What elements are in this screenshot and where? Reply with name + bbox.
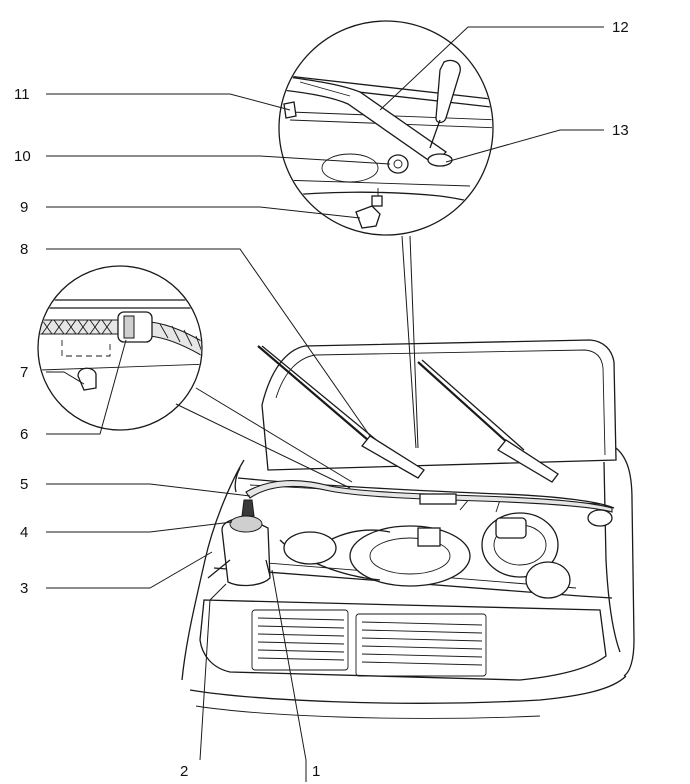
callout-12: 12 — [612, 19, 629, 36]
callout-labels: 1 2 3 4 5 6 7 8 9 10 11 12 13 — [14, 19, 629, 780]
wiper-arm-right — [497, 439, 559, 483]
callout-8: 8 — [20, 241, 28, 258]
callout-6: 6 — [20, 426, 28, 443]
hose-connector — [355, 205, 381, 229]
car-front-view — [181, 339, 635, 719]
callout-3: 3 — [20, 580, 28, 597]
retaining-clip — [77, 367, 97, 391]
callout-2: 2 — [180, 763, 188, 780]
callout-7: 7 — [20, 364, 28, 381]
leader-lines — [46, 26, 604, 782]
washer-reservoir — [221, 517, 271, 587]
callout-10: 10 — [14, 148, 31, 165]
open-hood — [261, 339, 617, 471]
callout-1: 1 — [312, 763, 320, 780]
detail-magnifier-wiper-jet — [278, 20, 494, 449]
wiper-blade-left — [257, 345, 383, 453]
front-panel — [199, 599, 607, 681]
hose-joint-connector — [117, 311, 153, 343]
callout-13: 13 — [612, 122, 629, 139]
grille-left — [251, 609, 349, 671]
right-fender — [615, 447, 635, 677]
front-bumper — [189, 675, 627, 704]
detail-magnifier-hose-joint — [37, 265, 353, 489]
grille-slats — [257, 617, 483, 666]
callout-11: 11 — [14, 86, 30, 103]
left-fender — [181, 459, 245, 681]
callout-4: 4 — [20, 524, 28, 541]
wiper-arm-left — [361, 435, 425, 479]
callout-9: 9 — [20, 199, 28, 216]
grille-right — [355, 613, 487, 677]
callout-5: 5 — [20, 476, 28, 493]
washer-jet — [387, 154, 409, 174]
engine-block — [349, 525, 471, 587]
screwdriver-icon — [435, 59, 461, 124]
wiper-blade-right — [417, 361, 521, 455]
